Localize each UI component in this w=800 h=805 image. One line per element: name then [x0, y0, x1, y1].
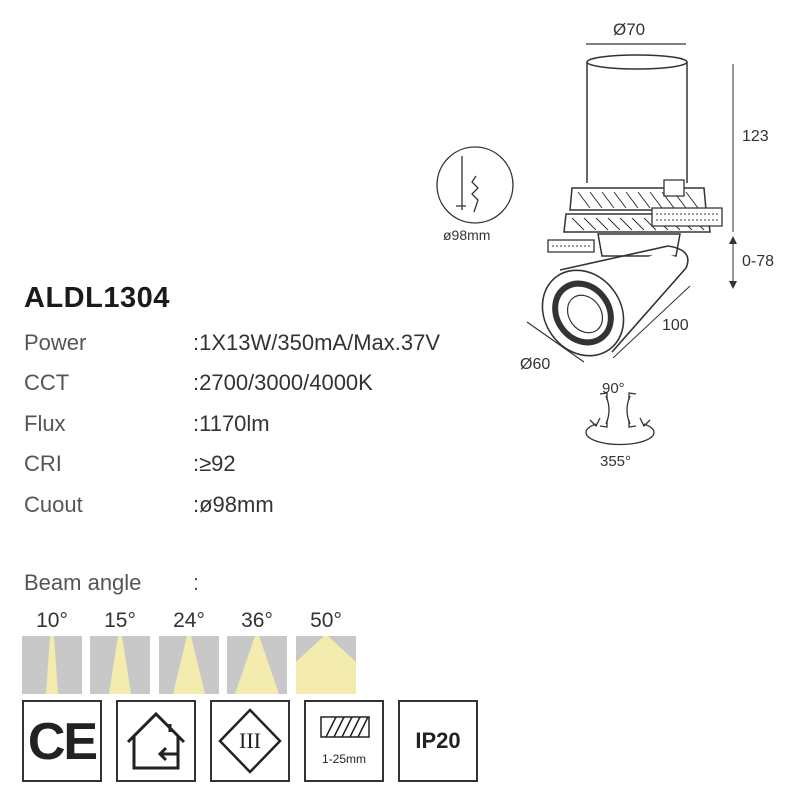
beam-icon-36: [227, 636, 287, 694]
ceiling-thickness-icon: [320, 716, 370, 738]
spec-value-cri: :≥92: [193, 451, 236, 476]
beam-angle-colon: :: [193, 570, 200, 595]
beam-angle-15: 15°: [104, 609, 136, 632]
technical-drawing: [436, 43, 737, 446]
spec-label-power: Power: [24, 330, 87, 355]
top-diameter-label: Ø70: [613, 20, 646, 39]
ip-rating-box: IP20: [398, 700, 478, 782]
spec-value-power: :1X13W/350mA/Max.37V: [193, 330, 441, 355]
indoor-use-icon: [126, 711, 186, 770]
beam-icon-15: [90, 636, 150, 694]
indoor-use-box: [116, 700, 196, 782]
length-dimension-line: [612, 285, 691, 359]
extension-label: 0-78: [742, 253, 775, 270]
product-title: ALDL1304: [24, 282, 170, 314]
beam-icon-50: [296, 636, 356, 694]
beam-icon-24: [159, 636, 219, 694]
spec-label-cri: CRI: [24, 451, 62, 476]
heat-sink-ring: [547, 179, 723, 253]
height-label: 123: [742, 128, 769, 145]
beam-angle-50: 50°: [310, 609, 342, 632]
ip-rating-label: IP20: [415, 728, 461, 753]
beam-angle-36: 36°: [241, 609, 273, 632]
spec-value-flux: :1170lm: [193, 411, 270, 436]
class-iii-box: III: [210, 700, 290, 782]
beam-angle-10: 10°: [36, 609, 68, 632]
length-label: 100: [662, 317, 689, 334]
spec-value-cct: :2700/3000/4000K: [193, 370, 373, 395]
spec-label-flux: Flux: [24, 411, 66, 436]
ce-mark-icon: CE: [27, 713, 98, 771]
housing-cylinder: [586, 62, 688, 183]
tilt-angle-label: 90°: [602, 380, 625, 397]
cutout-detail-label: ø98mm: [443, 227, 491, 243]
beam-angle-24: 24°: [173, 609, 205, 632]
rotation-angle-label: 355°: [600, 453, 632, 470]
mounting-range-box: 1-25mm: [304, 700, 384, 782]
mounting-range-label: 1-25mm: [321, 752, 366, 766]
beam-angle-label: Beam angle: [24, 570, 142, 595]
spec-label-cct: CCT: [24, 370, 70, 395]
beam-icon-10: [22, 636, 82, 694]
class-iii-icon: [218, 708, 282, 774]
spec-value-cutout: :ø98mm: [193, 492, 274, 517]
head-diameter-line: [526, 321, 585, 363]
ce-mark-box: CE: [22, 700, 102, 782]
head-diameter-label: Ø60: [520, 356, 551, 373]
spec-label-cutout: Cuout: [24, 492, 83, 517]
class-iii-label: III: [239, 728, 261, 753]
tilt-rotation-symbol: [585, 392, 655, 446]
adjustable-head: [541, 233, 690, 357]
cutout-detail: [436, 146, 514, 224]
